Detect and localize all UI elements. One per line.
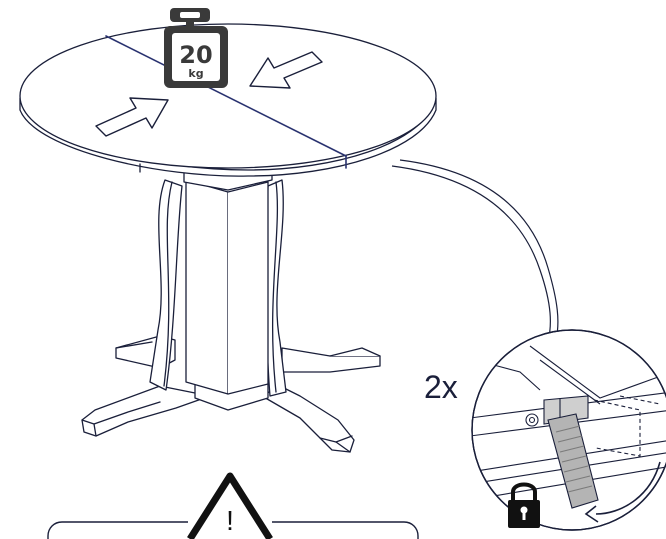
push-arrow-left <box>95 97 169 137</box>
detail-count-label: 2x <box>424 369 458 405</box>
warning-icon: ! <box>187 472 273 539</box>
callout-leader <box>391 159 561 354</box>
lock-icon <box>508 482 540 528</box>
weight-value: 20 <box>179 41 212 69</box>
weight-unit: kg <box>188 67 203 80</box>
table-pedestal <box>149 169 287 397</box>
detail-view <box>471 329 666 531</box>
warning-banner: ! <box>47 472 419 539</box>
warning-symbol: ! <box>226 505 234 536</box>
push-arrow-right <box>249 51 323 89</box>
round-table <box>19 23 437 453</box>
weight-icon: 20 kg <box>164 8 228 88</box>
